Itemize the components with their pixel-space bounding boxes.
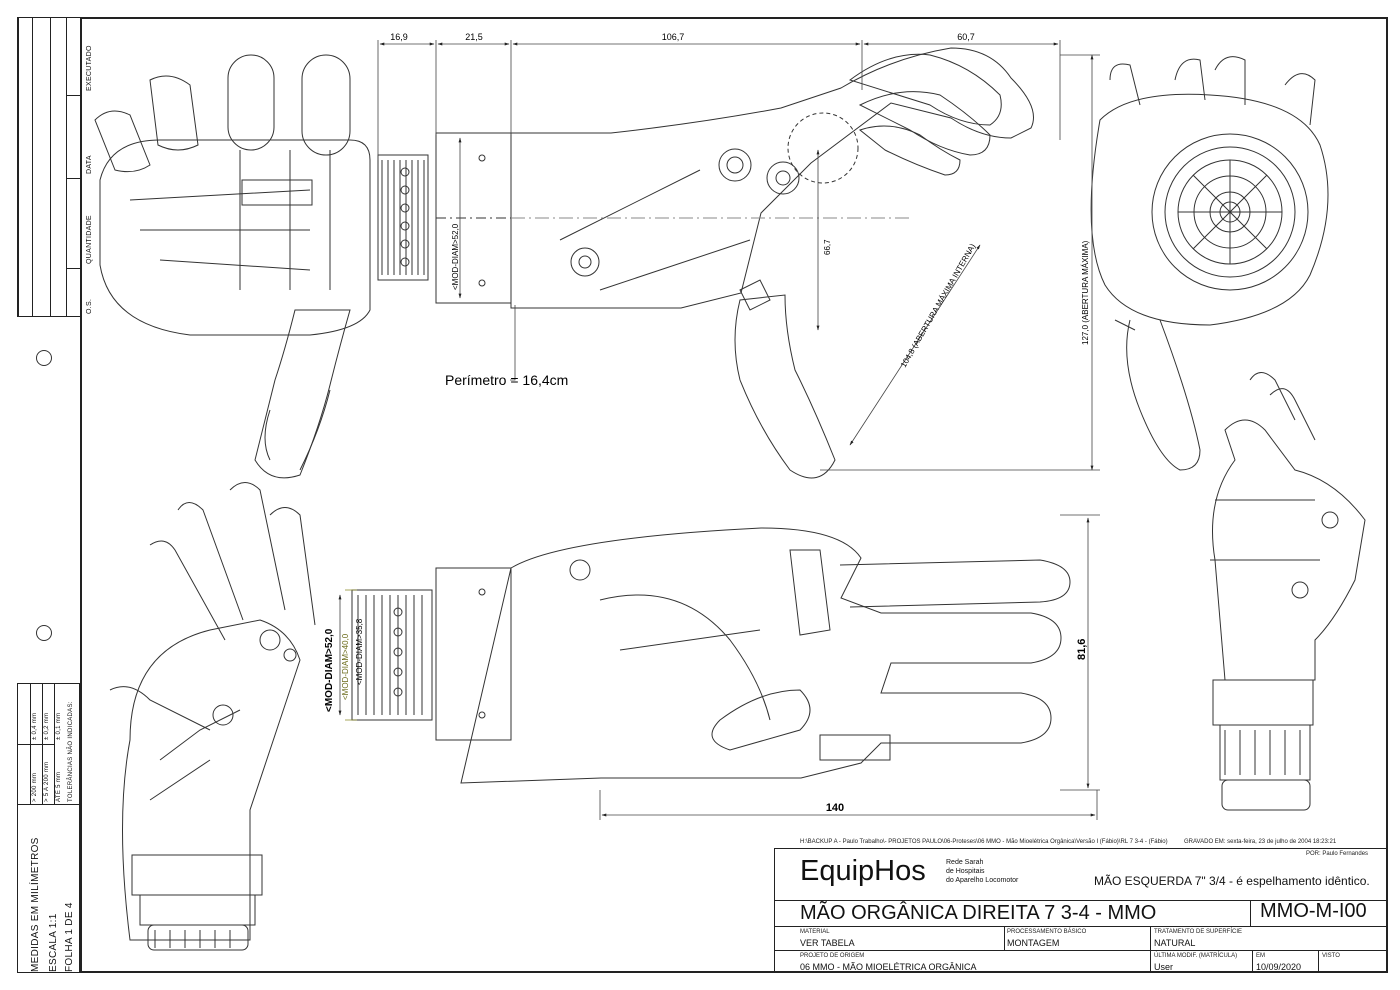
dim-diam-bottom: <MOD-DIAM>52,0 (324, 628, 335, 712)
punch-hole (36, 625, 52, 641)
wrist-cylinder-top (435, 132, 512, 304)
dim-diam-35: <MOD-DIAM>35,8 (355, 618, 364, 685)
surface-label: TRATAMENTO DE SUPERFÍCIE (1154, 929, 1243, 935)
view-back-bottom-left (109, 482, 316, 951)
org-line-1: Rede Sarah (946, 859, 984, 866)
drawing-frame (80, 17, 1388, 973)
saved-date: GRAVADO EM: sexta-feira, 23 de julho de … (1184, 839, 1337, 845)
material-label: MATERIAL (800, 929, 830, 935)
company-logo: EquipHos (800, 855, 926, 887)
perimeter-label: Perímetro = 16,4cm (445, 372, 568, 388)
drawing-title: MÃO ORGÂNICA DIREITA 7 3-4 - MMO (800, 902, 1157, 924)
material-value: VER TABELA (800, 938, 855, 948)
visto-label: VISTO (1322, 953, 1340, 959)
process-label: PROCESSAMENTO BÁSICO (1007, 929, 1087, 935)
title-block: H:\BACKUP A - Paulo Trabalho\- PROJETOS … (774, 828, 1388, 973)
date-label: EM (1256, 953, 1265, 959)
view-side-top (510, 47, 1034, 479)
dim-106-7: 106,7 (662, 32, 685, 42)
dim-66-7: 66,7 (823, 239, 832, 255)
file-path: H:\BACKUP A - Paulo Trabalho\- PROJETOS … (800, 839, 1168, 845)
org-line-2: de Hospitais (946, 868, 985, 875)
date-value: 10/09/2020 (1256, 962, 1302, 972)
project-value: 06 MMO - MÃO MIOELÉTRICA ORGÂNICA (800, 962, 977, 972)
lastmod-value: User (1154, 962, 1174, 972)
dim-140: 140 (826, 802, 844, 814)
view-top-bottom-center (435, 527, 1071, 784)
surface-value: NATURAL (1154, 938, 1196, 948)
tolerance-box: TOLERÂNCIAS NÃO INDICADAS: ATÉ 5 mm ± 0,… (17, 683, 80, 973)
mirror-note: MÃO ESQUERDA 7" 3/4 - é espelhamento idê… (1094, 874, 1370, 888)
wrist-connector-bottom (351, 589, 433, 721)
dim-diam-top: <MOD-DIAM>52,0 (451, 223, 460, 290)
dim-open-inner: 104,8 (ABERTURA MÁXIMA INTERNA) (899, 242, 978, 369)
process-value: MONTAGEM (1007, 938, 1060, 948)
drawing-code: MMO-M-I00 (1260, 900, 1367, 922)
dim-60-7: 60,7 (957, 32, 975, 42)
dim-diam-40: <MOD-DIAM>40,0 (341, 633, 350, 700)
punch-hole (36, 350, 52, 366)
revision-table: O.S. QUANTIDADE DATA EXECUTADO (17, 17, 93, 317)
author: POR: Paulo Fernandes (1306, 851, 1369, 857)
dim-16-9: 16,9 (390, 32, 408, 42)
dimension-lines-top (377, 40, 1100, 471)
view-front-top-right (1090, 56, 1329, 471)
wrist-connector-top (377, 154, 429, 281)
dim-open-max: 127,0 (ABERTURA MÁXIMA) (1081, 240, 1090, 345)
org-line-3: do Aparelho Locomotor (946, 877, 1019, 884)
lastmod-label: ÚLTIMA MODIF. (MATRÍCULA) (1154, 953, 1238, 959)
view-palm-top-left (94, 54, 371, 479)
dimension-lines-bottom (338, 514, 1100, 820)
project-label: PROJETO DE ORIGEM (800, 953, 865, 959)
dim-21-5: 21,5 (465, 32, 483, 42)
dim-81-6: 81,6 (1076, 639, 1088, 660)
view-side-right (1210, 372, 1366, 811)
